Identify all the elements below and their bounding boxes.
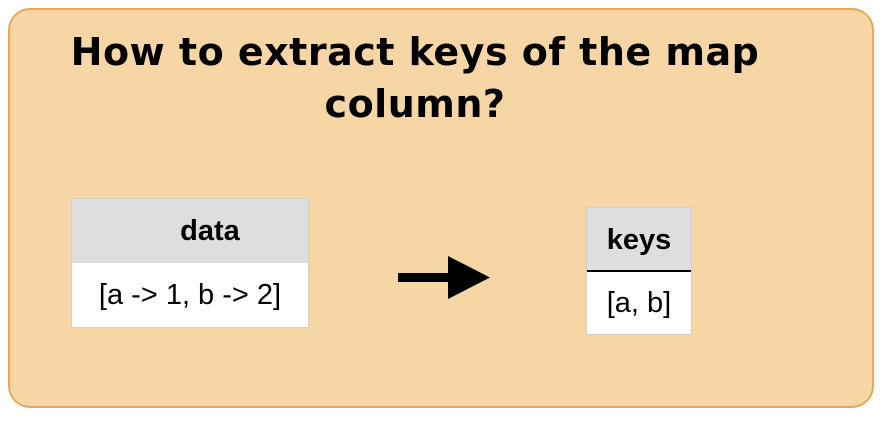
output-table-header: keys (587, 208, 691, 272)
title-line-2: column? (324, 82, 506, 126)
output-table: keys [a, b] (586, 207, 692, 335)
diagram-title: How to extract keys of the map column? (40, 26, 790, 130)
output-table-cell: [a, b] (606, 287, 672, 319)
input-table-header: data (72, 199, 308, 263)
input-table: data [a -> 1, b -> 2] (71, 198, 309, 328)
right-arrow-icon (398, 256, 490, 299)
title-line-1: How to extract keys of the map (70, 30, 760, 74)
input-table-cell: [a -> 1, b -> 2] (98, 279, 282, 311)
